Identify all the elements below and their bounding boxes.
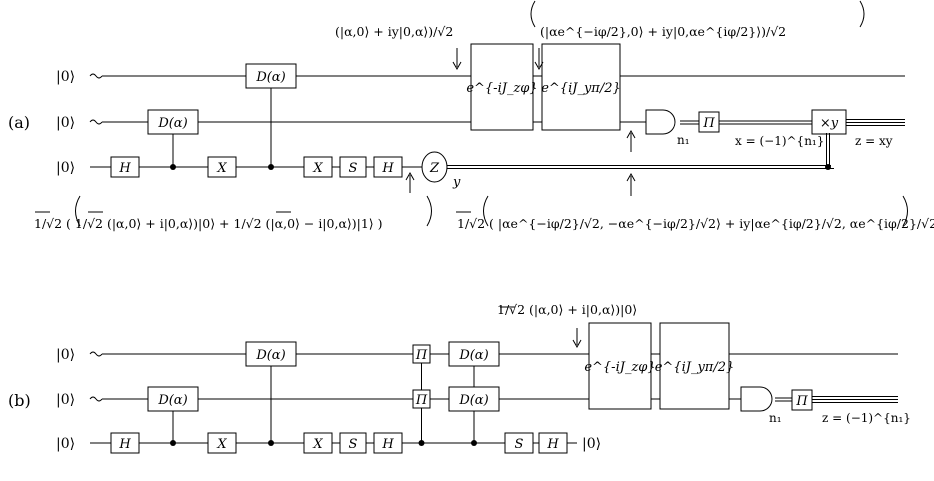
s-gate xyxy=(339,156,367,178)
input-ket-mid: |0⟩ xyxy=(56,115,75,131)
state-annotation: 1/√2 ( 1/√2 (|α,0⟩ + i|0,α⟩)|0⟩ + 1/√2 (… xyxy=(34,216,383,231)
detector-icon xyxy=(740,386,773,412)
parity-x-label: x = (−1)^{n₁} xyxy=(735,134,824,148)
state-annotation: 1/√2 ( |αe^{−iφ/2}/√2, −αe^{−iφ/2}/√2⟩ +… xyxy=(457,216,934,231)
gate-label: Π xyxy=(415,348,428,363)
jz-rotation-gate xyxy=(588,322,652,410)
x-gate xyxy=(207,156,237,178)
jy-rotation-gate xyxy=(659,322,730,410)
gate-label: S xyxy=(349,437,358,452)
z-measurement xyxy=(421,151,448,183)
control-dot xyxy=(825,164,831,170)
control-dot xyxy=(268,164,274,170)
panel-a-text: (a) |0⟩ |0⟩ |0⟩ D(α) D(α) H X X S H Z e^… xyxy=(8,24,934,231)
input-ket-bottom: |0⟩ xyxy=(56,160,75,176)
outcome-n1-label: n₁ xyxy=(769,411,782,425)
state-annotation: (|αe^{−iφ/2},0⟩ + iy|0,αe^{iφ/2}⟩)/√2 xyxy=(540,24,786,39)
outcome-y-label: y xyxy=(452,175,461,190)
gate-label: Z xyxy=(429,161,440,176)
gate-label: D(α) xyxy=(255,348,285,363)
projector-gate-mid xyxy=(412,389,431,409)
gate-label: X xyxy=(312,437,323,452)
gate-label: D(α) xyxy=(157,393,187,408)
squiggle-mark xyxy=(89,396,103,402)
panel-b-label: (b) xyxy=(8,391,31,410)
hadamard-gate xyxy=(110,432,140,454)
gate-label: D(α) xyxy=(255,70,285,85)
panel-b-text: (b) |0⟩ |0⟩ |0⟩ |0⟩ D(α) D(α) H X X S H … xyxy=(8,302,911,452)
gate-label: X xyxy=(312,161,323,176)
displacement-gate-top-2 xyxy=(448,341,500,367)
x-gate xyxy=(207,432,237,454)
control-dot xyxy=(471,440,477,446)
gate-label: H xyxy=(381,161,394,176)
multiply-y-gate xyxy=(811,109,847,135)
input-ket-mid: |0⟩ xyxy=(56,392,75,408)
gate-label: e^{-iJ_zφ} xyxy=(466,81,537,96)
input-ket-top: |0⟩ xyxy=(56,69,75,85)
hadamard-gate xyxy=(538,432,568,454)
s-gate xyxy=(504,432,534,454)
gate-label: X xyxy=(216,437,227,452)
gate-label: D(α) xyxy=(458,393,488,408)
gate-label: Π xyxy=(795,394,808,409)
control-dot xyxy=(170,440,176,446)
panel-a-gate-boxes xyxy=(110,43,847,183)
control-dot xyxy=(170,164,176,170)
gate-label: Π xyxy=(702,116,715,131)
panel-b-gate-boxes xyxy=(110,322,813,454)
detector-icon xyxy=(645,109,676,135)
panel-b-arrows xyxy=(572,328,582,349)
hadamard-gate xyxy=(373,156,403,178)
input-ket-top: |0⟩ xyxy=(56,347,75,363)
state-annotation: (|α,0⟩ + iy|0,α⟩)/√2 xyxy=(335,24,453,39)
displacement-gate-top xyxy=(245,63,297,89)
jy-rotation-gate xyxy=(541,43,621,131)
gate-label: H xyxy=(118,161,131,176)
gate-label: S xyxy=(515,437,524,452)
outcome-n1-label: n₁ xyxy=(677,133,690,147)
result-z-label: z = xy xyxy=(855,134,893,148)
control-dot xyxy=(418,440,425,446)
gate-label: ×y xyxy=(820,116,839,131)
result-z-label: z = (−1)^{n₁} xyxy=(822,411,911,425)
panel-a-arrows xyxy=(405,48,636,196)
input-ket-bottom: |0⟩ xyxy=(56,436,75,452)
state-annotation: 1/√2 (|α,0⟩ + i|0,α⟩)|0⟩ xyxy=(497,302,637,317)
x-gate xyxy=(303,432,333,454)
gate-label: H xyxy=(118,437,131,452)
control-dots xyxy=(170,164,831,446)
gate-label: D(α) xyxy=(157,116,187,131)
squiggle-mark xyxy=(89,119,103,125)
gate-label: H xyxy=(381,437,394,452)
gate-label: e^{iJ_yπ/2} xyxy=(655,360,735,375)
formula-strokes xyxy=(35,0,908,308)
displacement-gate-top xyxy=(245,341,297,367)
s-gate xyxy=(339,432,367,454)
gate-label: X xyxy=(216,161,227,176)
projector-gate xyxy=(698,111,720,133)
displacement-gate-mid-2 xyxy=(448,386,500,412)
projector-gate-top xyxy=(412,344,431,364)
gate-label: e^{-iJ_zφ} xyxy=(584,360,655,375)
hadamard-gate xyxy=(373,432,403,454)
gate-label: H xyxy=(546,437,559,452)
jz-rotation-gate xyxy=(470,43,534,131)
squiggle-mark xyxy=(89,73,103,79)
squiggle-mark xyxy=(89,351,103,357)
hadamard-gate xyxy=(110,156,140,178)
gate-label: S xyxy=(349,161,358,176)
panel-a-label: (a) xyxy=(8,113,30,132)
control-dot xyxy=(268,440,274,446)
projector-gate xyxy=(791,389,813,411)
displacement-gate-mid xyxy=(147,109,199,135)
gate-label: Π xyxy=(415,393,428,408)
displacement-gate-mid xyxy=(147,386,199,412)
gate-label: D(α) xyxy=(458,348,488,363)
x-gate xyxy=(303,156,333,178)
gate-label: e^{iJ_yπ/2} xyxy=(541,81,621,96)
output-ket-bottom: |0⟩ xyxy=(582,436,601,452)
